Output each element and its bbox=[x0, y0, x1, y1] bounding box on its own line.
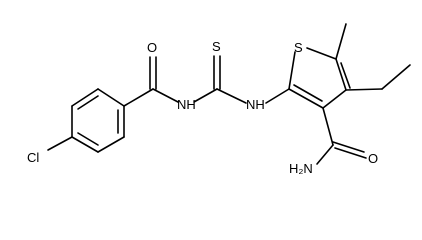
thiourea-nh-label: NH bbox=[246, 97, 265, 112]
chemical-structure-diagram: Cl O NH S NH S O H₂N bbox=[27, 23, 411, 176]
oxygen-atom-label: O bbox=[147, 40, 157, 55]
bond bbox=[340, 62, 351, 89]
bond bbox=[316, 144, 334, 165]
bond bbox=[193, 88, 218, 103]
bond bbox=[47, 136, 73, 151]
bond bbox=[152, 88, 179, 103]
chlorophenyl-ring bbox=[71, 88, 125, 153]
bond bbox=[71, 88, 99, 107]
bond bbox=[97, 88, 125, 107]
bond bbox=[288, 88, 324, 109]
bond bbox=[335, 58, 347, 91]
amine-nh2-label: H₂N bbox=[289, 161, 313, 176]
bond bbox=[335, 23, 347, 60]
bond bbox=[97, 136, 125, 153]
bond bbox=[322, 89, 347, 109]
bond bbox=[77, 132, 99, 146]
bond bbox=[216, 88, 247, 104]
bond bbox=[293, 84, 323, 102]
bond bbox=[265, 88, 290, 104]
bond bbox=[288, 51, 296, 90]
bond bbox=[77, 95, 99, 110]
bond bbox=[322, 107, 334, 146]
bond bbox=[332, 141, 365, 153]
thiocarbonyl-sulfur-label: S bbox=[212, 39, 221, 54]
bond bbox=[381, 64, 411, 90]
bond bbox=[334, 147, 367, 159]
thiophene-ring bbox=[288, 47, 351, 109]
bond bbox=[345, 88, 383, 91]
bond bbox=[71, 136, 99, 153]
bond bbox=[306, 47, 337, 60]
chlorine-atom-label: Cl bbox=[27, 150, 39, 165]
bond bbox=[123, 88, 154, 107]
carbonyl-oxygen-label: O bbox=[368, 151, 378, 166]
amide-nh-label: NH bbox=[177, 97, 196, 112]
thiophene-sulfur-label: S bbox=[294, 40, 303, 55]
